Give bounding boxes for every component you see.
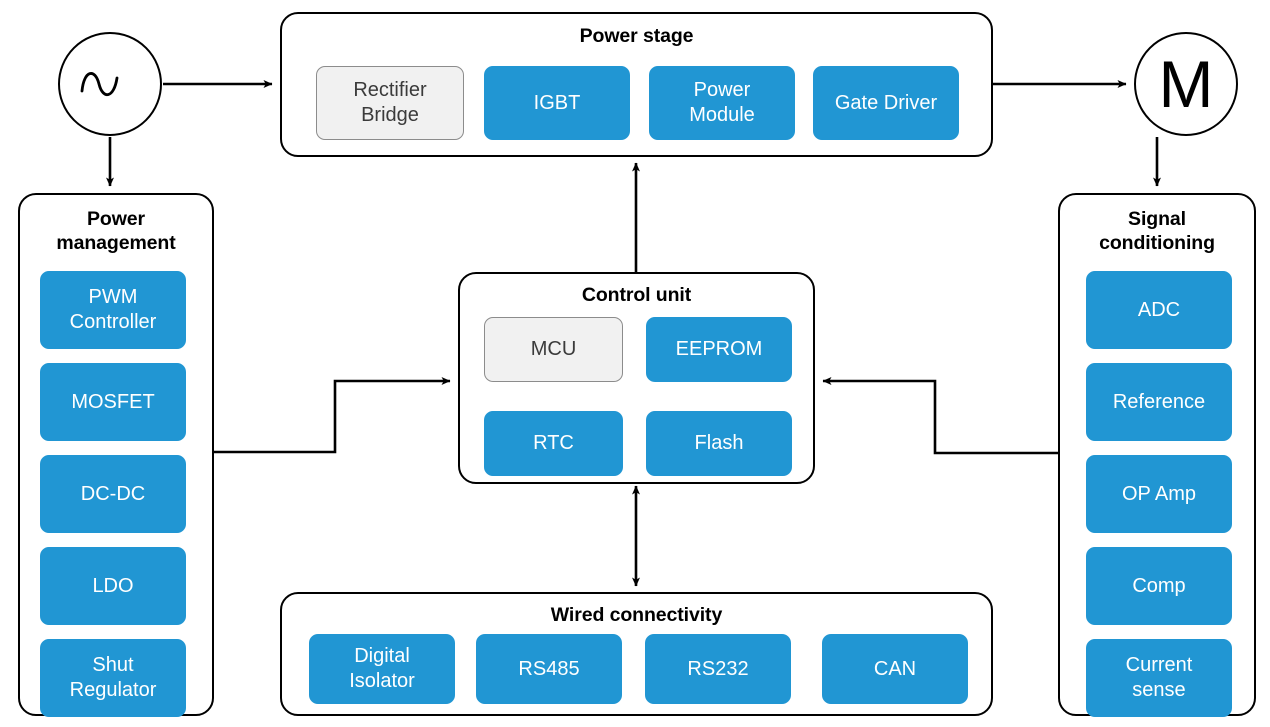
block-gate-driver[interactable]: Gate Driver xyxy=(813,66,959,140)
block-mcu[interactable]: MCU xyxy=(484,317,623,382)
group-control-unit: Control unit MCU EEPROM RTC Flash xyxy=(458,272,815,484)
block-can[interactable]: CAN xyxy=(822,634,968,704)
block-eeprom[interactable]: EEPROM xyxy=(646,317,792,382)
block-reference[interactable]: Reference xyxy=(1086,363,1232,441)
group-control-unit-title: Control unit xyxy=(581,284,692,306)
block-pwm-controller[interactable]: PWM Controller xyxy=(40,271,186,349)
group-wired-connectivity-title: Wired connectivity xyxy=(550,604,723,626)
group-signal-conditioning-title: Signal conditioning xyxy=(1099,208,1215,254)
block-rs232[interactable]: RS232 xyxy=(645,634,791,704)
group-power-management-title: Power management xyxy=(56,208,176,254)
group-power-management: Power management PWM Controller MOSFET D… xyxy=(18,193,214,717)
block-rtc[interactable]: RTC xyxy=(484,411,623,476)
block-dc-dc[interactable]: DC-DC xyxy=(40,455,186,533)
block-rectifier-bridge[interactable]: Rectifier Bridge xyxy=(316,66,464,140)
block-rs485[interactable]: RS485 xyxy=(476,634,622,704)
block-current-sense[interactable]: Current sense xyxy=(1086,639,1232,717)
block-adc[interactable]: ADC xyxy=(1086,271,1232,349)
group-signal-conditioning: Signal conditioning ADC Reference OP Amp… xyxy=(1058,193,1256,717)
group-wired-connectivity: Wired connectivity Digital Isolator RS48… xyxy=(280,592,993,716)
group-power-stage: Power stage Rectifier Bridge IGBT Power … xyxy=(280,12,993,157)
group-power-stage-title: Power stage xyxy=(579,25,694,47)
motor-label: M xyxy=(1158,47,1214,121)
block-mosfet[interactable]: MOSFET xyxy=(40,363,186,441)
motor-node: M xyxy=(1134,32,1238,136)
block-igbt[interactable]: IGBT xyxy=(484,66,630,140)
wire-power-management-to-control-unit xyxy=(214,377,451,454)
block-ldo[interactable]: LDO xyxy=(40,547,186,625)
block-comp[interactable]: Comp xyxy=(1086,547,1232,625)
block-power-module[interactable]: Power Module xyxy=(649,66,795,140)
block-flash[interactable]: Flash xyxy=(646,411,792,476)
ac-source-node xyxy=(58,32,162,136)
block-shut-regulator[interactable]: Shut Regulator xyxy=(40,639,186,717)
wire-signal-conditioning-to-control-unit xyxy=(822,377,1058,455)
block-digital-isolator[interactable]: Digital Isolator xyxy=(309,634,455,704)
ac-sine-wave-icon xyxy=(80,72,119,96)
block-op-amp[interactable]: OP Amp xyxy=(1086,455,1232,533)
